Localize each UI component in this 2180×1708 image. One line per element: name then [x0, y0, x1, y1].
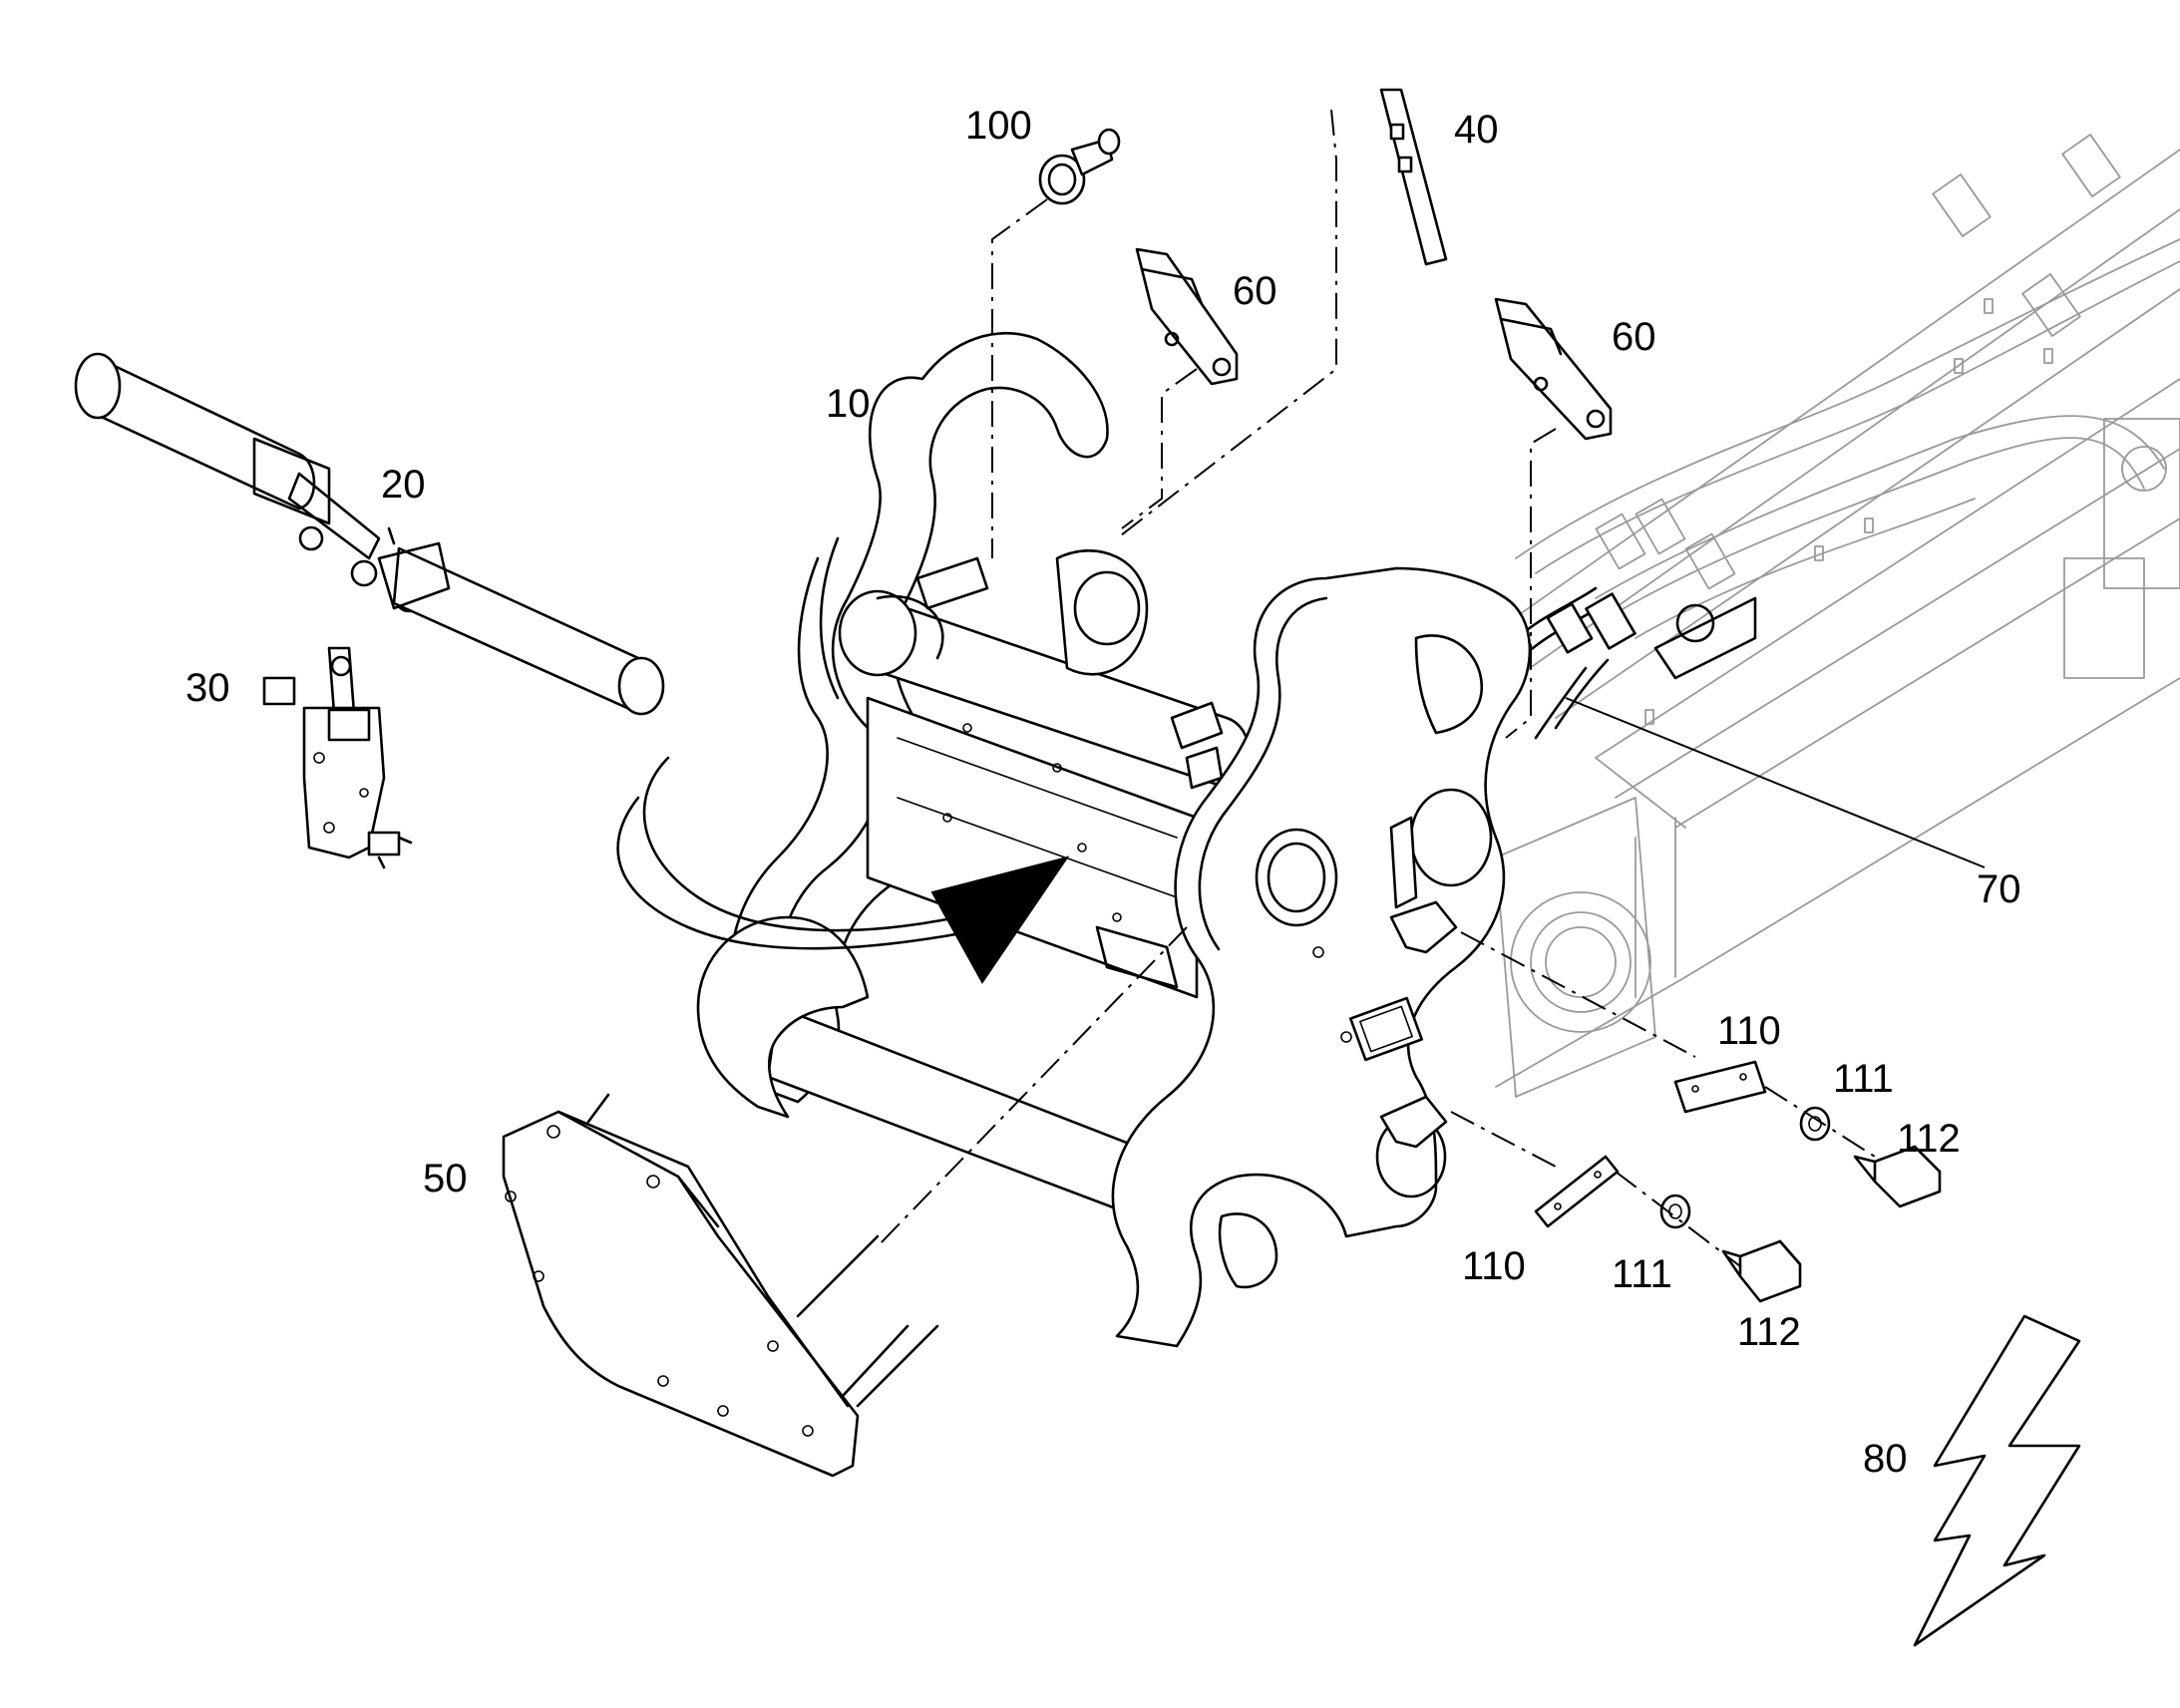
part-10-coupler-frame: [696, 331, 1532, 1348]
callout-70: 70: [1977, 867, 2021, 911]
part-110-plate-upper: [1673, 1060, 1767, 1114]
callout-112-lower: 112: [1737, 1310, 1801, 1354]
assembly-direction-arrow: [616, 756, 1070, 984]
part-110-plate-lower: [1534, 1155, 1620, 1228]
part-30-valve-bracket: [262, 646, 413, 869]
callout-110-lower: 110: [1462, 1244, 1526, 1288]
part-112-bolt-upper: [1853, 1145, 1942, 1208]
callout-110-upper: 110: [1717, 1009, 1781, 1053]
part-112-bolt-lower: [1721, 1239, 1802, 1303]
callout-60-right: 60: [1612, 315, 1656, 359]
part-111-washer-lower: [1659, 1194, 1691, 1229]
callout-111-lower: 111: [1612, 1252, 1672, 1296]
part-40-locking-plate: [1379, 88, 1448, 266]
assembly-center-lines: [877, 109, 1876, 1267]
callout-80: 80: [1863, 1437, 1908, 1481]
callout-10: 10: [826, 382, 871, 426]
callout-111-upper: 111: [1833, 1057, 1894, 1101]
leader-lines: [1565, 697, 1986, 868]
callout-30: 30: [185, 666, 230, 710]
excavator-arm-background: [1485, 134, 2180, 1098]
part-50-cover-plate: [502, 1093, 939, 1478]
part-70-tube-set: [1504, 586, 1757, 740]
part-100-plug: [1038, 128, 1121, 205]
part-60-latch-right: [1494, 297, 1613, 441]
part-60-latch-left: [1135, 247, 1239, 386]
callout-20: 20: [381, 463, 426, 507]
callout-50: 50: [423, 1157, 468, 1200]
callout-100: 100: [965, 104, 1032, 148]
part-80-electrical-symbol: [1913, 1314, 2081, 1647]
callout-112-upper: 112: [1897, 1117, 1961, 1161]
part-111-washer-upper: [1799, 1106, 1831, 1142]
callout-40: 40: [1454, 108, 1499, 152]
part-20-hydraulic-cylinder: [74, 352, 665, 716]
callout-60-left: 60: [1233, 269, 1277, 313]
